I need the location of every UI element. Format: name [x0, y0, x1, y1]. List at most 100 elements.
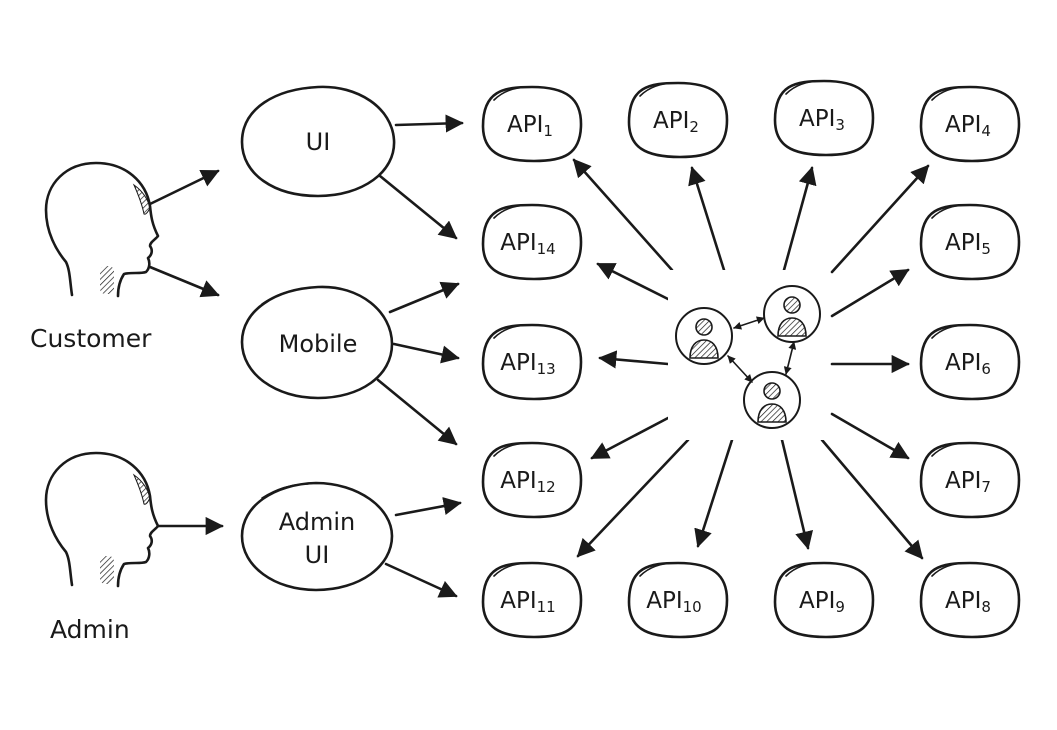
arrow-hub-to-api4 [830, 164, 930, 274]
api-node-outline [919, 85, 1021, 163]
arrow-hub-to-api13 [598, 350, 670, 369]
customer-label: Customer [30, 324, 152, 353]
api-node-outline [773, 561, 875, 639]
api-node-label: API12 [500, 468, 555, 496]
api-label-base: API [945, 350, 981, 376]
api-label-base: API [500, 588, 536, 614]
arrow-hub-to-api9 [780, 438, 814, 550]
api-node: API2 [627, 81, 729, 159]
arrow-admin-ui-to-api12 [394, 497, 462, 517]
api-label-base: API [500, 468, 536, 494]
api-node-outline [919, 561, 1021, 639]
api-node-sketch-stroke [639, 562, 677, 577]
api-label-subscript: 7 [981, 478, 991, 496]
admin-label: Admin [50, 615, 130, 644]
api-node-outline [481, 85, 583, 163]
api-node-outline [919, 441, 1021, 519]
api-label-base: API [945, 230, 981, 256]
api-node-sketch-stroke [931, 324, 969, 339]
api-label-base: API [945, 112, 981, 138]
arrow-hub-to-api10 [694, 438, 734, 548]
api-node-sketch-stroke [931, 86, 969, 101]
api-label-subscript: 10 [683, 598, 702, 616]
api-label-base: API [653, 108, 689, 134]
api-node-label: API4 [945, 112, 991, 140]
api-label-base: API [500, 350, 536, 376]
arrow-hub-to-api14 [596, 262, 672, 302]
api-node: API12 [481, 441, 583, 519]
api-label-subscript: 14 [537, 240, 556, 258]
api-label-base: API [507, 112, 543, 138]
arrow-ui-to-api1 [394, 114, 464, 133]
api-node-sketch-stroke [493, 86, 531, 101]
user-avatar-icon [763, 285, 821, 343]
api-node-sketch-stroke [931, 562, 969, 577]
api-node-sketch-stroke [639, 82, 677, 97]
api-label-base: API [500, 230, 536, 256]
arrow-hub-to-api12 [590, 416, 670, 460]
client-ui: UI [240, 85, 396, 198]
api-node: API3 [773, 79, 875, 157]
link-user-a-c [727, 355, 753, 383]
arrow-hub-to-api5 [830, 268, 910, 318]
api-node-outline [481, 441, 583, 519]
arrow-mobile-to-api13 [392, 342, 460, 364]
api-node-outline [627, 561, 729, 639]
arrow-hub-to-api8 [820, 438, 924, 560]
api-label-subscript: 1 [543, 122, 553, 140]
api-label-subscript: 8 [981, 598, 991, 616]
api-node-sketch-stroke [493, 562, 531, 577]
customer-head-icon [44, 161, 160, 298]
client-admin-ui-label-line2: UI [305, 541, 330, 569]
client-admin-ui: Admin UI [240, 481, 394, 592]
api-node-label: API10 [646, 588, 701, 616]
api-node-label: API9 [799, 588, 845, 616]
api-node-outline [627, 81, 729, 159]
arrow-admin-ui-to-api11 [384, 562, 458, 598]
api-label-subscript: 5 [981, 240, 991, 258]
admin-actor: Admin [44, 451, 224, 644]
client-admin-ui-label-line1: Admin [279, 508, 356, 536]
api-label-base: API [799, 106, 835, 132]
arrow-hub-to-api1 [572, 158, 674, 272]
api-node: API11 [481, 561, 583, 639]
api-node-outline [919, 203, 1021, 281]
api-node: API14 [481, 203, 583, 281]
api-node-label: API7 [945, 468, 991, 496]
api-label-subscript: 3 [835, 116, 845, 134]
api-node: API8 [919, 561, 1021, 639]
api-node-sketch-stroke [493, 204, 531, 219]
arrow-customer-to-mobile [148, 265, 220, 298]
api-node-sketch-stroke [493, 324, 531, 339]
arrow-customer-to-ui [148, 169, 220, 206]
team-network-icon [668, 270, 830, 440]
api-node-label: API2 [653, 108, 699, 136]
client-mobile: Mobile [240, 285, 394, 400]
user-avatar-icon [743, 371, 801, 429]
arrow-ui-to-api14 [378, 174, 458, 240]
link-user-b-c [783, 341, 797, 375]
api-node: API9 [773, 561, 875, 639]
link-user-a-b [733, 316, 765, 330]
api-label-subscript: 9 [835, 598, 845, 616]
api-label-subscript: 13 [537, 360, 556, 378]
api-node: API13 [481, 323, 583, 401]
client-mobile-label: Mobile [279, 330, 358, 358]
api-node: API1 [481, 85, 583, 163]
api-node: API4 [919, 85, 1021, 163]
api-node: API10 [627, 561, 729, 639]
api-label-subscript: 6 [981, 360, 991, 378]
api-node-label: API6 [945, 350, 991, 378]
arrow-hub-to-api2 [688, 166, 726, 272]
api-node: API5 [919, 203, 1021, 281]
arrow-mobile-to-api14 [388, 281, 460, 314]
api-node-outline [481, 323, 583, 401]
api-node: API6 [919, 323, 1021, 401]
api-label-base: API [799, 588, 835, 614]
api-node-sketch-stroke [931, 204, 969, 219]
api-label-base: API [646, 588, 682, 614]
api-node-label: API13 [500, 350, 555, 378]
customer-actor: Customer [30, 161, 220, 353]
